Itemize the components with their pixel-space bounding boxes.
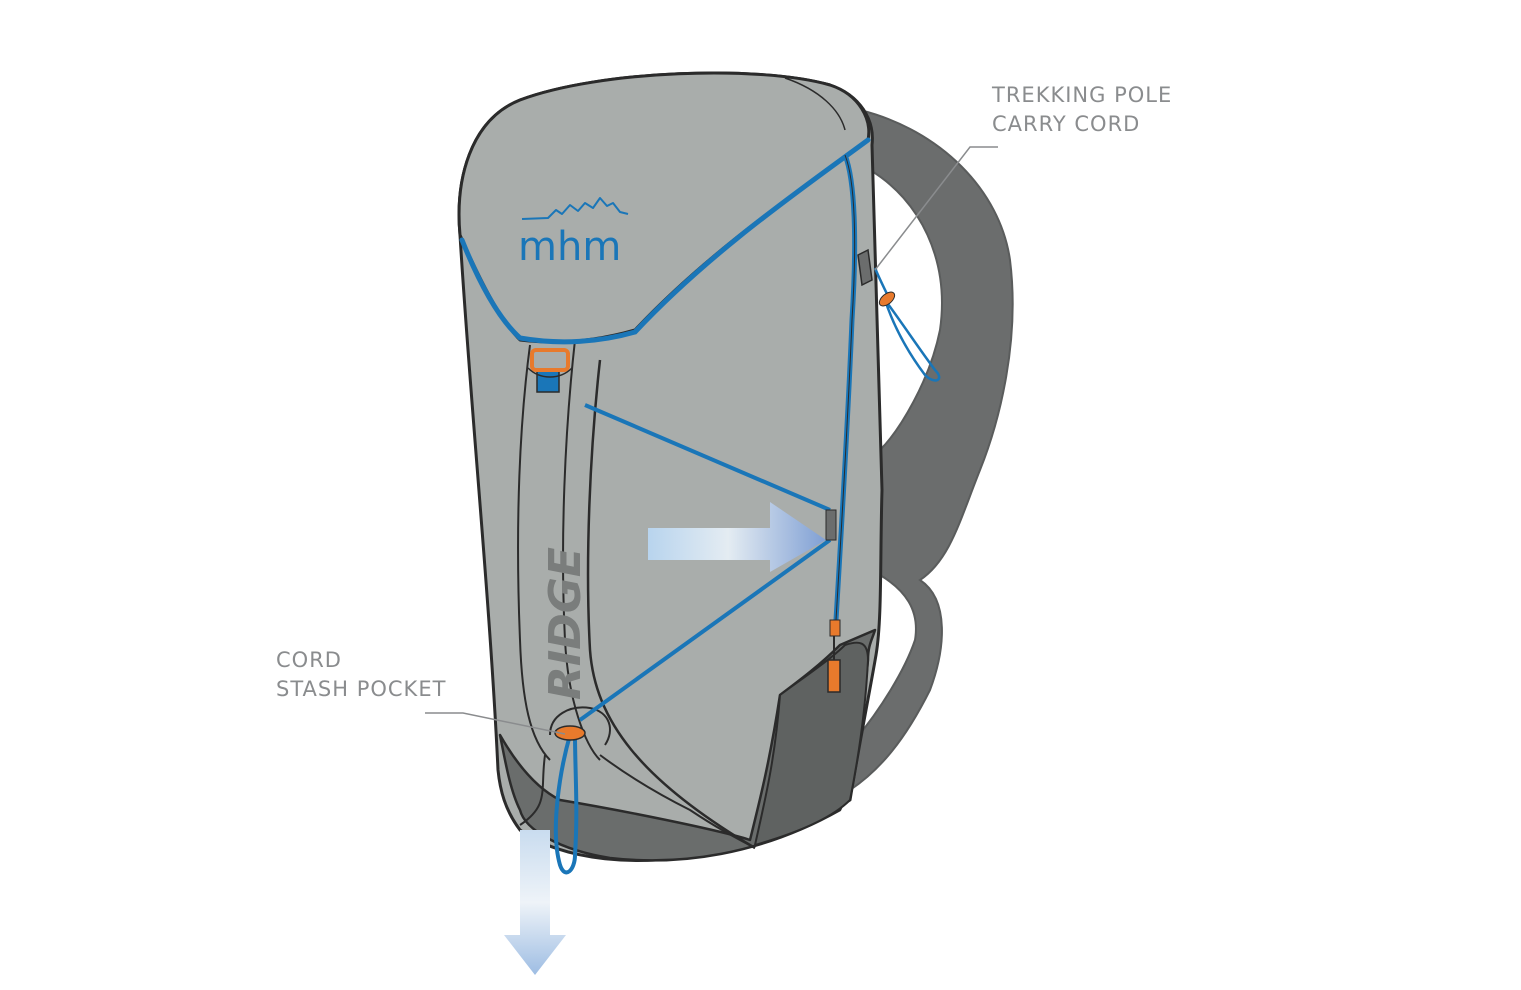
arrow-down-icon bbox=[504, 830, 566, 975]
trekking-pole-label-line1: TREKKING POLE bbox=[992, 83, 1173, 107]
cord-stash-label-line1: CORD bbox=[276, 648, 342, 672]
arrow-right-icon bbox=[648, 502, 826, 572]
cord-stash-callout: CORD STASH POCKET bbox=[276, 646, 446, 704]
compression-cords bbox=[578, 403, 837, 722]
stash-cord bbox=[553, 725, 586, 875]
product-name: RIDGE bbox=[540, 547, 591, 700]
trekking-pole-label-line2: CARRY CORD bbox=[992, 112, 1141, 136]
zipper bbox=[833, 154, 858, 621]
trekking-pole-callout: TREKKING POLE CARRY CORD bbox=[992, 81, 1172, 139]
zipper-pull-icon bbox=[827, 619, 841, 693]
cord-stash-label-line2: STASH POCKET bbox=[276, 677, 447, 701]
logo-text: mhm bbox=[518, 224, 621, 270]
trekking-pole-cord bbox=[857, 248, 941, 382]
mhm-logo: mhm bbox=[518, 197, 629, 270]
buckle-icon bbox=[527, 348, 573, 393]
top-lid bbox=[457, 71, 871, 345]
cord-lock-icon bbox=[878, 291, 896, 307]
leader-lines bbox=[425, 146, 998, 735]
